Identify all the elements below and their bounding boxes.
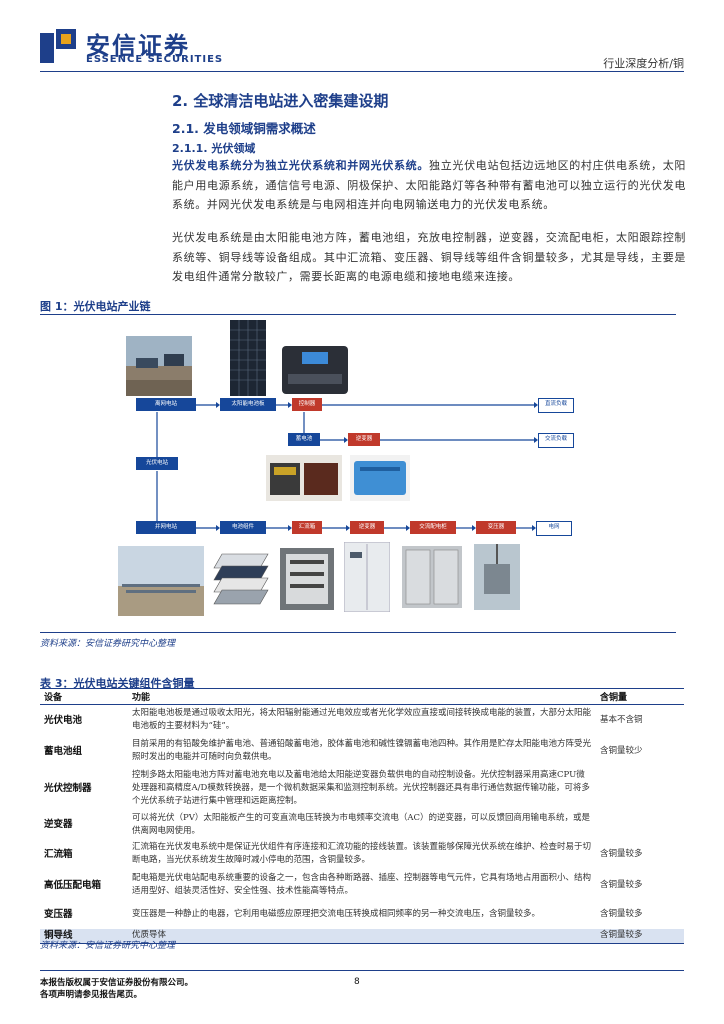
footer-line-1: 本报告版权属于安信证券股份有限公司。	[40, 978, 194, 988]
node-inverter-grid: 逆变器	[350, 521, 384, 534]
node-offgrid-station: 离网电站	[136, 398, 196, 411]
row-device: 变压器	[44, 909, 73, 920]
paragraph-2: 光伏发电系统是由太阳能电池方阵，蓄电池组，充放电控制器，逆变器，交流配电柜，太阳…	[172, 231, 686, 283]
row-copper	[596, 811, 684, 839]
table-row: 蓄电池组 目前采用的有铅酸免维护蓄电池、普通铅酸蓄电池，胶体蓄电池和碱性镍镉蓄电…	[40, 736, 684, 767]
row-copper: 基本不含铜	[600, 714, 643, 725]
node-dc-load: 直流负载	[538, 398, 574, 413]
row-device: 光伏控制器	[44, 783, 92, 794]
row-copper: 含铜量较多	[596, 928, 684, 944]
grid-station-photo	[118, 546, 204, 616]
node-ac-load: 交流负载	[538, 433, 574, 448]
page-number: 8	[354, 977, 360, 987]
paragraph-1: 光伏发电系统分为独立光伏系统和并网光伏系统。独立光伏电站包括边远地区的村庄供电系…	[172, 156, 686, 215]
report-type: 行业深度分析/铜	[603, 57, 684, 70]
table-source: 资料来源：安信证券研究中心整理	[40, 941, 176, 951]
paragraph-1-lead: 光伏发电系统分为独立光伏系统和并网光伏系统。	[172, 159, 430, 172]
table-row: 高低压配电箱 配电箱是光伏电站配电系统重要的设备之一，包含由各种断路器、插座、控…	[40, 870, 684, 901]
row-device: 汇流箱	[44, 848, 73, 860]
table-header-device: 设备	[40, 688, 128, 705]
row-copper: 含铜量较多	[600, 879, 643, 890]
row-function: 目前采用的有铅酸免维护蓄电池、普通铅酸蓄电池，胶体蓄电池和碱性镍镉蓄电池四种。其…	[132, 739, 592, 762]
figure-top-rule	[40, 314, 676, 315]
subsection-heading: 2.1. 发电领域铜需求概述	[172, 121, 316, 136]
table-header-copper: 含铜量	[596, 688, 684, 705]
table-header-function: 功能	[128, 688, 596, 705]
table-row: 逆变器 可以将光伏（PV）太阳能板产生的可变直流电压转换为市电频率交流电（AC）…	[40, 811, 684, 839]
controller-photo	[282, 346, 348, 394]
row-function: 优质导体	[128, 928, 596, 944]
footer-disclaimer: 本报告版权属于安信证券股份有限公司。 各项声明请参见报告尾页。	[40, 977, 193, 1001]
node-pv-station: 光伏电站	[136, 457, 178, 470]
inverter-photo	[350, 455, 410, 501]
offgrid-station-photo	[126, 336, 192, 396]
paragraph-1-body: 独立光伏电站包括边远地区的村庄供电系统，太阳能户用电源系统，通信信号电源、阴极保…	[172, 159, 687, 211]
pv-module-photo	[208, 546, 274, 610]
node-grid: 电网	[536, 521, 572, 536]
ac-cabinet-photo	[402, 546, 462, 608]
row-copper: 含铜量较多	[600, 909, 643, 919]
node-inverter-offgrid: 逆变器	[348, 433, 380, 446]
node-controller: 控制器	[292, 398, 322, 411]
grid-inverter-photo	[344, 542, 390, 612]
node-solar-panel: 太阳能电池板	[220, 398, 276, 411]
solar-panel-photo	[230, 320, 266, 396]
figure-source: 资料来源：安信证券研究中心整理	[40, 639, 176, 649]
row-function: 汇流箱在光伏发电系统中是保证光伏组件有序连接和汇流功能的接线装置。该装置能够保障…	[132, 842, 592, 865]
row-device: 光伏电池	[44, 714, 83, 726]
company-logo-icon	[40, 29, 76, 63]
copper-content-table: 设备 功能 含铜量 光伏电池 太阳能电池板是通过吸收太阳光，将太阳辐射能通过光电…	[40, 688, 684, 944]
node-grid-station: 并网电站	[136, 521, 196, 534]
figure-title: 图 1：光伏电站产业链	[40, 300, 151, 313]
battery-photo	[266, 455, 342, 501]
row-function: 控制多路太阳能电池方阵对蓄电池充电以及蓄电池给太阳能逆变器负载供电的自动控制设备…	[132, 770, 590, 806]
subsubsection-heading: 2.1.1. 光伏领域	[172, 142, 256, 155]
row-function: 配电箱是光伏电站配电系统重要的设备之一，包含由各种断路器、插座、控制器等电气元件…	[132, 873, 592, 896]
row-copper: 含铜量较多	[600, 848, 643, 859]
node-transformer: 变压器	[476, 521, 516, 534]
node-battery: 蓄电池	[288, 433, 320, 446]
row-device: 逆变器	[44, 819, 73, 830]
node-combiner-box: 汇流箱	[292, 521, 322, 534]
table-row: 变压器 变压器是一种静止的电器，它利用电磁感应原理把交流电压转换成相同频率的另一…	[40, 901, 684, 929]
footer-line-2: 各项声明请参见报告尾页。	[40, 990, 143, 1000]
table-title: 表 3：光伏电站关键组件含铜量	[40, 677, 195, 690]
logo-text-cn: 安信证券	[86, 31, 190, 60]
combiner-box-photo	[280, 548, 334, 610]
figure-bottom-rule	[40, 632, 676, 633]
table-row: 汇流箱 汇流箱在光伏发电系统中是保证光伏组件有序连接和汇流功能的接线装置。该装置…	[40, 839, 684, 870]
table-row: 光伏控制器 控制多路太阳能电池方阵对蓄电池充电以及蓄电池给太阳能逆变器负载供电的…	[40, 767, 684, 811]
row-device: 铜导线	[40, 928, 128, 944]
transformer-photo	[474, 544, 520, 610]
footer-divider	[40, 970, 684, 971]
row-function: 可以将光伏（PV）太阳能板产生的可变直流电压转换为市电频率交流电（AC）的逆变器…	[132, 812, 591, 836]
node-ac-cabinet: 交流配电柜	[410, 521, 456, 534]
row-function: 太阳能电池板是通过吸收太阳光，将太阳辐射能通过光电效应或者光化学效应直接或间接转…	[132, 708, 592, 732]
node-pv-module: 电池组件	[220, 521, 266, 534]
row-device: 蓄电池组	[44, 745, 83, 757]
row-copper: 含铜量较少	[600, 745, 643, 756]
row-function: 变压器是一种静止的电器，它利用电磁感应原理把交流电压转换成相同频率的另一种交流电…	[132, 909, 541, 919]
section-heading: 2. 全球清洁电站进入密集建设期	[172, 92, 389, 110]
table-row: 铜导线 优质导体 含铜量较多	[40, 928, 684, 944]
table-row: 光伏电池 太阳能电池板是通过吸收太阳光，将太阳辐射能通过光电效应或者光化学效应直…	[40, 705, 684, 736]
logo-text-en: ESSENCE SECURITIES	[86, 54, 224, 65]
row-device: 高低压配电箱	[44, 879, 102, 891]
header-divider	[40, 71, 684, 72]
row-copper	[596, 767, 684, 811]
